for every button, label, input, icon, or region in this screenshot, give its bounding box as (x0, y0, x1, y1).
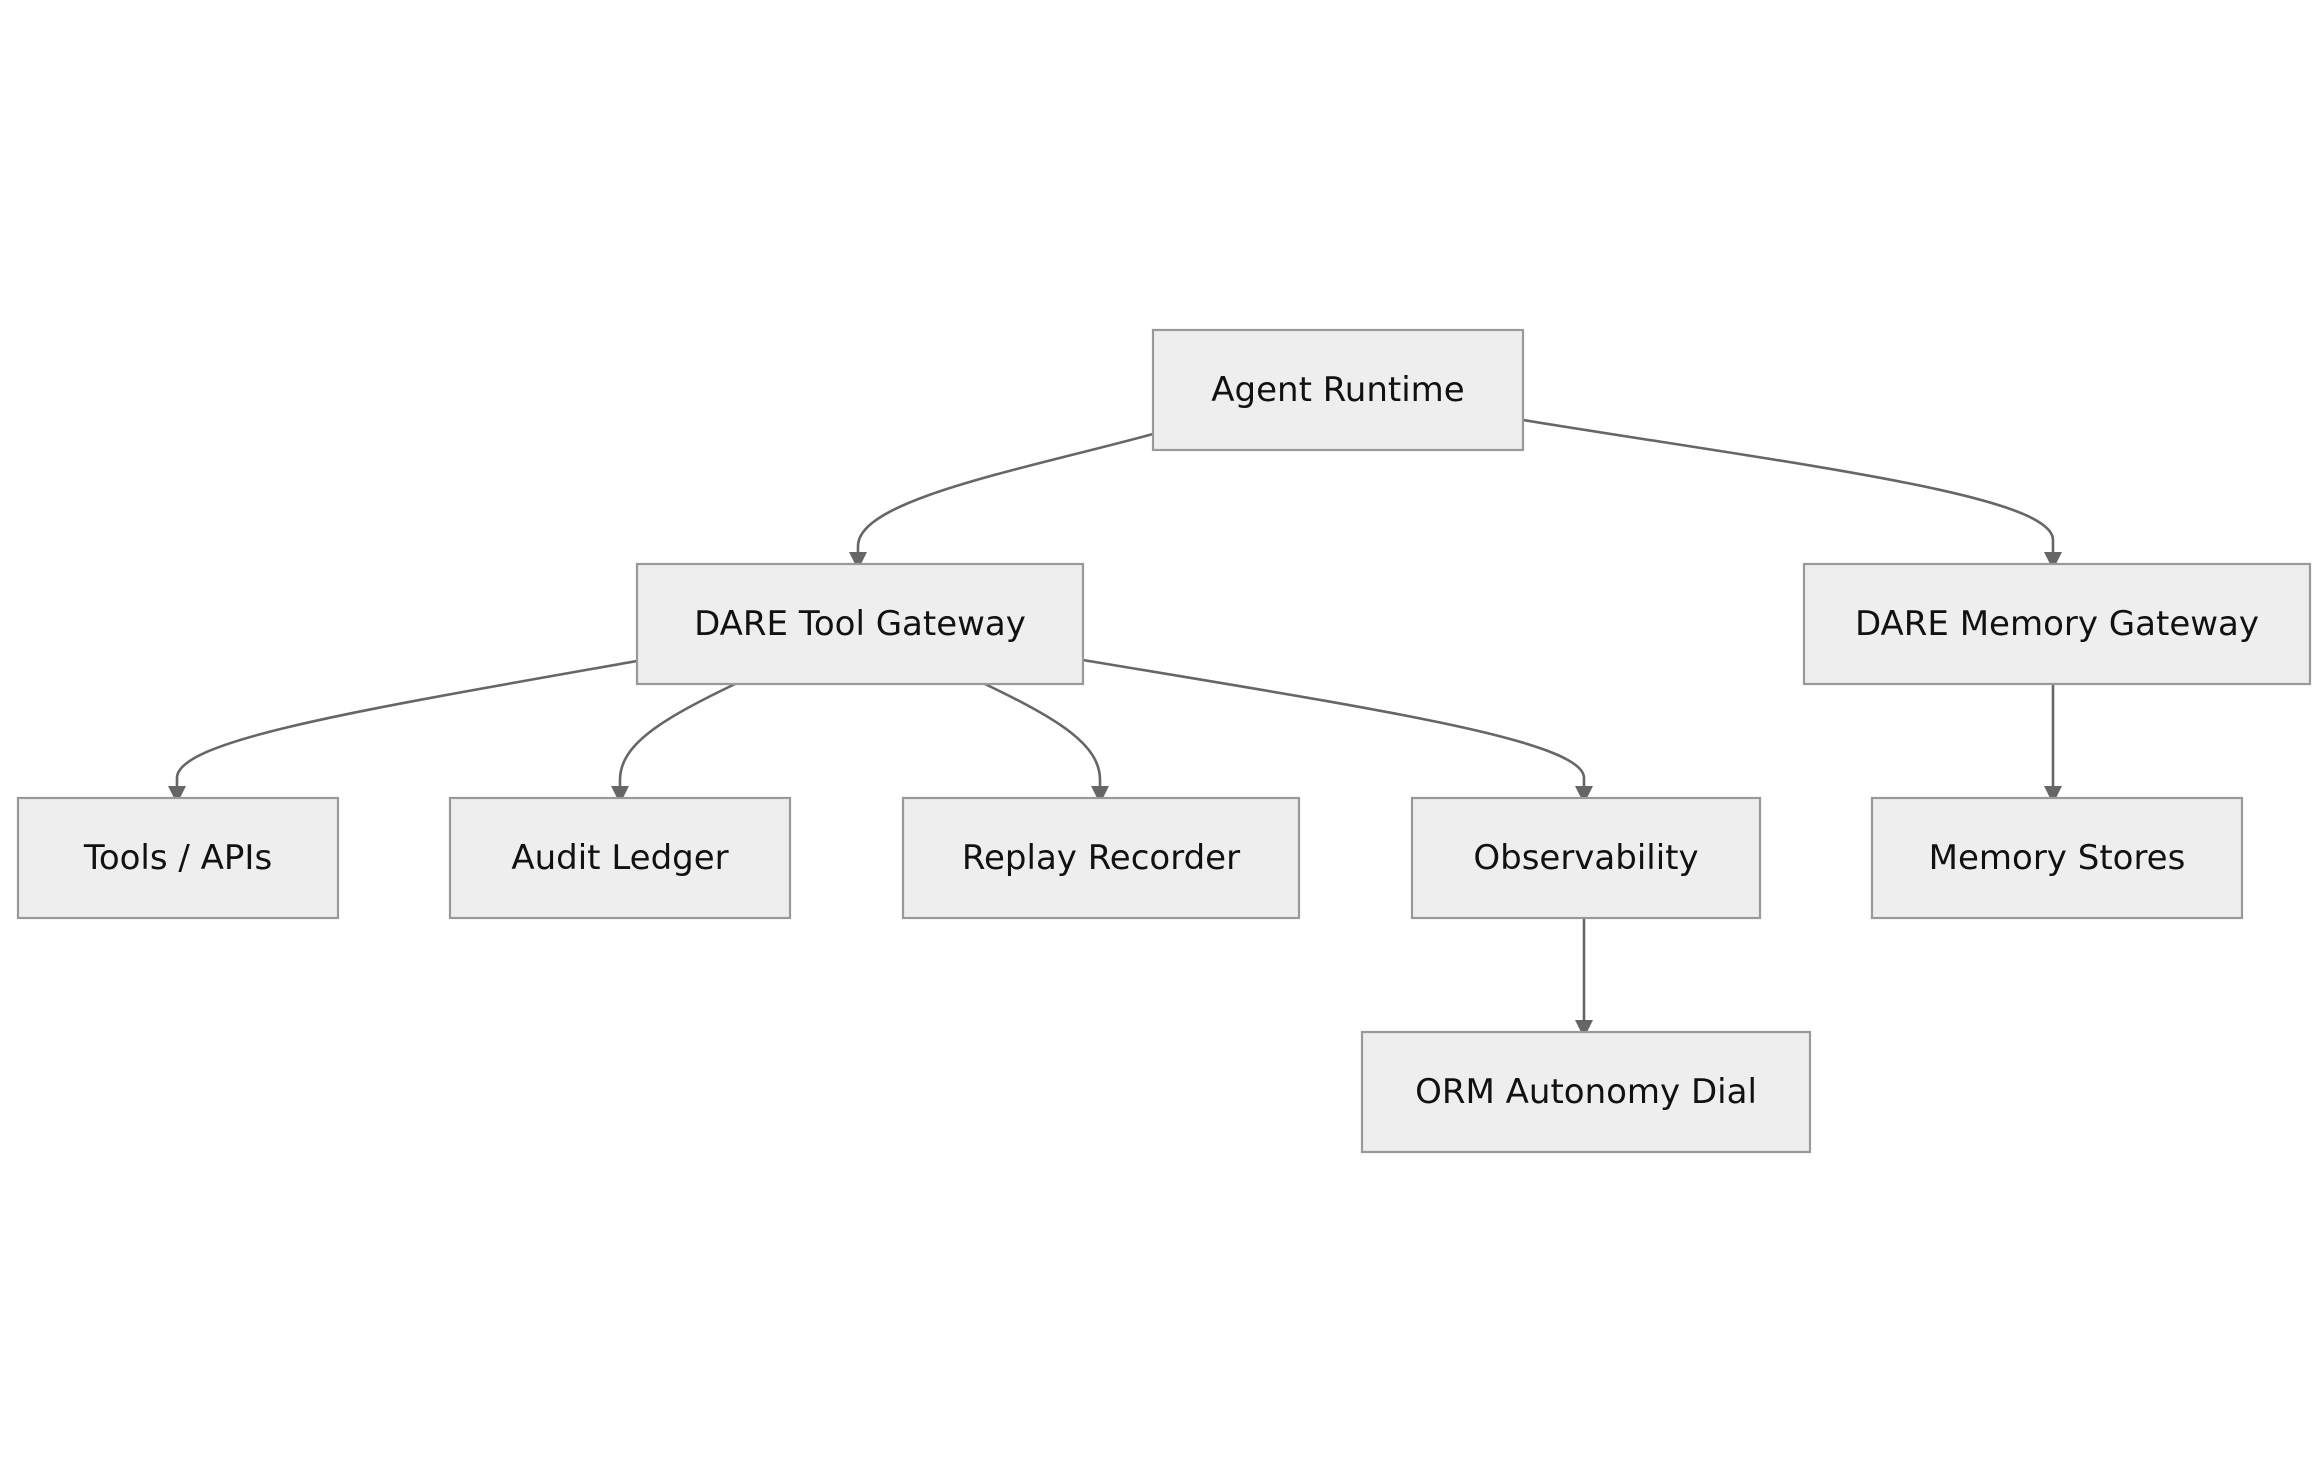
edge-dare-tool-gateway-to-replay-recorder (984, 682, 1102, 792)
arrowhead (849, 552, 867, 570)
node-label: Audit Ledger (511, 838, 728, 878)
edge-dare-tool-gateway-to-observability (1082, 658, 1586, 792)
node-box (448, 796, 792, 920)
edge-agent-runtime-to-dare-tool-gateway (856, 432, 1154, 558)
arrowhead (168, 786, 186, 804)
node-box (1151, 328, 1525, 452)
node-dare-memory-gateway[interactable]: DARE Memory Gateway (1802, 562, 2312, 686)
node-audit-ledger[interactable]: Audit Ledger (448, 796, 792, 920)
arrowhead (1575, 1020, 1593, 1038)
node-label: Observability (1473, 838, 1698, 878)
node-label: Memory Stores (1929, 838, 2186, 878)
node-dare-tool-gateway[interactable]: DARE Tool Gateway (635, 562, 1085, 686)
arrowhead (611, 786, 629, 804)
node-box (16, 796, 340, 920)
node-orm-autonomy-dial[interactable]: ORM Autonomy Dial (1360, 1030, 1812, 1154)
edges (168, 418, 2062, 1038)
node-label: Tools / APIs (83, 838, 272, 878)
node-replay-recorder[interactable]: Replay Recorder (901, 796, 1301, 920)
node-label: DARE Tool Gateway (694, 604, 1026, 644)
node-observability[interactable]: Observability (1410, 796, 1762, 920)
node-memory-stores[interactable]: Memory Stores (1870, 796, 2244, 920)
arrowhead (2044, 552, 2062, 570)
nodes: Agent Runtime DARE Tool Gateway DARE Mem… (16, 328, 2312, 1154)
node-box (635, 562, 1085, 686)
arrowhead (1091, 786, 1109, 804)
node-box (1360, 1030, 1812, 1154)
arrowhead (2044, 786, 2062, 804)
node-label: Replay Recorder (962, 838, 1240, 878)
node-box (1410, 796, 1762, 920)
node-box (1870, 796, 2244, 920)
arrowhead (1575, 786, 1593, 804)
edge-dare-tool-gateway-to-tools-apis (175, 659, 638, 792)
node-label: ORM Autonomy Dial (1415, 1072, 1757, 1112)
node-tools-apis[interactable]: Tools / APIs (16, 796, 340, 920)
edge-dare-tool-gateway-to-audit-ledger (618, 682, 736, 792)
node-label: Agent Runtime (1211, 370, 1464, 410)
node-box (1802, 562, 2312, 686)
node-label: DARE Memory Gateway (1855, 604, 2259, 644)
edge-agent-runtime-to-dare-memory-gateway (1522, 418, 2055, 558)
node-box (901, 796, 1301, 920)
node-agent-runtime[interactable]: Agent Runtime (1151, 328, 1525, 452)
